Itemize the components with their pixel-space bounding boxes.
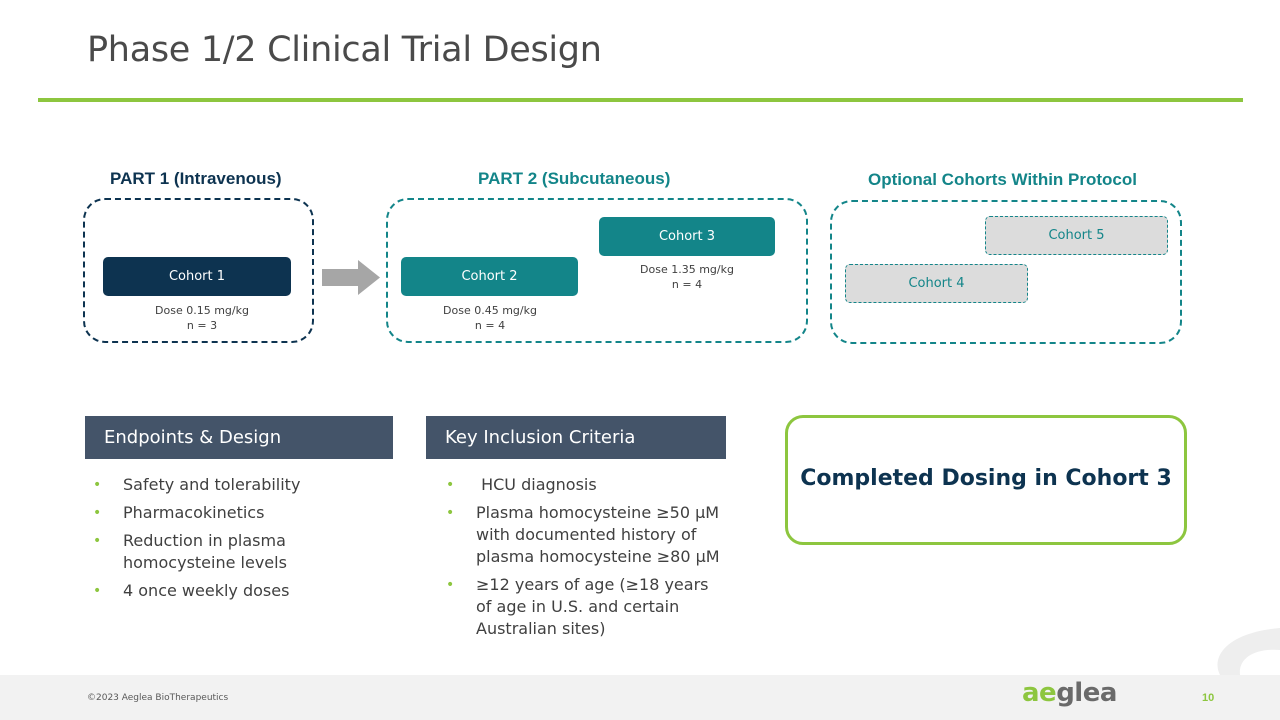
footer-bar — [0, 675, 1280, 720]
bullet-icon: • — [446, 477, 455, 493]
cohort-5-box: Cohort 5 — [985, 216, 1168, 255]
slide-title: Phase 1/2 Clinical Trial Design — [87, 30, 602, 70]
endpoint-item: • Safety and tolerability — [85, 474, 385, 496]
endpoint-item-text: Safety and tolerability — [123, 475, 301, 494]
cohort-3-dose-text: Dose 1.35 mg/kg — [640, 263, 734, 276]
cohort-3-box: Cohort 3 — [599, 217, 775, 256]
decorative-swoosh-icon — [1217, 628, 1280, 675]
endpoint-item: • Reduction in plasma homocysteine levels — [85, 530, 385, 574]
logo-suffix: glea — [1056, 678, 1117, 708]
inclusion-header: Key Inclusion Criteria — [426, 416, 726, 459]
bullet-icon: • — [446, 577, 455, 593]
cohort-2-n: n = 4 — [474, 319, 506, 332]
inclusion-item-text: HCU diagnosis — [476, 475, 597, 494]
part1-group — [83, 198, 314, 343]
bullet-icon: • — [93, 533, 102, 549]
cohort-3-n: n = 4 — [671, 278, 703, 291]
cohort-2-label: Cohort 2 — [461, 269, 518, 284]
company-logo: aeglea — [1022, 678, 1117, 708]
endpoints-list: • Safety and tolerability • Pharmacokineti… — [85, 474, 385, 602]
cohort-1-dose: Dose 0.15 mg/kg n = 3 — [127, 303, 277, 333]
inclusion-item-text: Plasma homocysteine ≥50 µM with document… — [476, 503, 720, 566]
page-number: 10 — [1202, 692, 1215, 704]
title-divider — [38, 98, 1243, 102]
cohort-1-label: Cohort 1 — [168, 269, 226, 284]
callout-text: Completed Dosing in Cohort 3 — [800, 466, 1172, 491]
cohort-3-dose: Dose 1.35 mg/kg n = 4 — [612, 262, 762, 292]
optional-cohorts-label: Optional Cohorts Within Protocol — [868, 170, 1137, 189]
cohort-1-n: n = 3 — [186, 319, 218, 332]
inclusion-list-container: • HCU diagnosis • Plasma homocysteine ≥50… — [438, 474, 728, 646]
cohort-1-box: Cohort 1 — [103, 257, 291, 296]
part1-label: PART 1 (Intravenous) — [110, 169, 282, 188]
bullet-icon: • — [446, 505, 455, 521]
cohort-1-dose-text: Dose 0.15 mg/kg — [155, 304, 249, 317]
inclusion-item: • HCU diagnosis — [438, 474, 728, 496]
cohort-2-box: Cohort 2 — [401, 257, 578, 296]
part2-group — [386, 198, 808, 343]
bullet-icon: • — [93, 477, 102, 493]
logo-prefix: ae — [1022, 678, 1057, 708]
cohort-4-label: Cohort 4 — [908, 276, 965, 291]
endpoint-item: • Pharmacokinetics — [85, 502, 385, 524]
cohort-3-label: Cohort 3 — [658, 229, 716, 244]
inclusion-list: • HCU diagnosis • Plasma homocysteine ≥50… — [438, 474, 728, 640]
endpoint-item: • 4 once weekly doses — [85, 580, 385, 602]
status-callout: Completed Dosing in Cohort 3 — [785, 415, 1187, 545]
right-arrow-icon — [322, 260, 380, 295]
cohort-5-label: Cohort 5 — [1048, 228, 1105, 243]
bullet-icon: • — [93, 583, 102, 599]
endpoint-item-text: 4 once weekly doses — [123, 581, 290, 600]
endpoint-item-text: Pharmacokinetics — [123, 503, 265, 522]
inclusion-item: • Plasma homocysteine ≥50 µM with documen… — [438, 502, 728, 568]
cohort-4-box: Cohort 4 — [845, 264, 1028, 303]
inclusion-item-text: ≥12 years of age (≥18 years of age in U.… — [476, 575, 709, 638]
endpoints-header: Endpoints & Design — [85, 416, 393, 459]
cohort-2-dose: Dose 0.45 mg/kg n = 4 — [415, 303, 565, 333]
endpoints-list-container: • Safety and tolerability • Pharmacokineti… — [85, 474, 385, 608]
cohort-2-dose-text: Dose 0.45 mg/kg — [443, 304, 537, 317]
copyright-text: ©2023 Aeglea BioTherapeutics — [87, 693, 229, 703]
part2-label: PART 2 (Subcutaneous) — [478, 169, 671, 188]
inclusion-item: • ≥12 years of age (≥18 years of age in U… — [438, 574, 728, 640]
optional-group — [830, 200, 1182, 344]
bullet-icon: • — [93, 505, 102, 521]
endpoint-item-text: Reduction in plasma homocysteine levels — [123, 531, 287, 572]
